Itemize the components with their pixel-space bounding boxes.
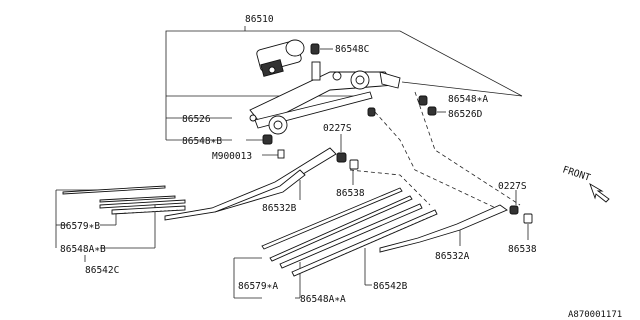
- leader-lines: [165, 26, 529, 246]
- label-86548c: 86548C: [335, 44, 369, 55]
- part-labels: 86510 86548C 86548∗A 86526D 86526 86548∗…: [60, 14, 622, 320]
- label-86542c: 86542C: [85, 265, 119, 276]
- right-blade-bracket: [233, 248, 372, 299]
- label-front: FRONT: [561, 164, 592, 183]
- right-wiper-arm: [379, 204, 508, 253]
- wiper-motor: [256, 39, 305, 77]
- label-86548a-top: 86548∗A: [448, 94, 488, 105]
- label-86538-left: 86538: [336, 188, 365, 199]
- left-blade: [62, 185, 186, 215]
- label-86532a: 86532A: [435, 251, 470, 262]
- label-86538-right: 86538: [508, 244, 537, 255]
- diagram-id: A870001171: [568, 310, 622, 320]
- label-86532b: 86532B: [262, 203, 297, 214]
- label-86526d: 86526D: [448, 109, 483, 120]
- label-86542b: 86542B: [373, 281, 408, 292]
- label-0227s-left: 0227S: [323, 123, 352, 134]
- left-wiper-arm: [164, 147, 337, 221]
- label-86526: 86526: [182, 114, 211, 125]
- label-86548b: 86548∗B: [182, 136, 222, 147]
- label-86579b: 86579∗B: [60, 221, 100, 232]
- label-86579a: 86579∗A: [238, 281, 278, 292]
- label-m900013: M900013: [212, 151, 252, 162]
- label-86510: 86510: [245, 14, 274, 25]
- label-86548ab: 86548A∗B: [60, 244, 106, 255]
- front-arrow-icon: [589, 182, 610, 203]
- label-0227s-right: 0227S: [498, 181, 527, 192]
- fasteners: [249, 43, 533, 224]
- label-86548aa: 86548A∗A: [300, 294, 346, 305]
- wiper-linkage: [249, 61, 401, 135]
- right-blade: [261, 187, 438, 277]
